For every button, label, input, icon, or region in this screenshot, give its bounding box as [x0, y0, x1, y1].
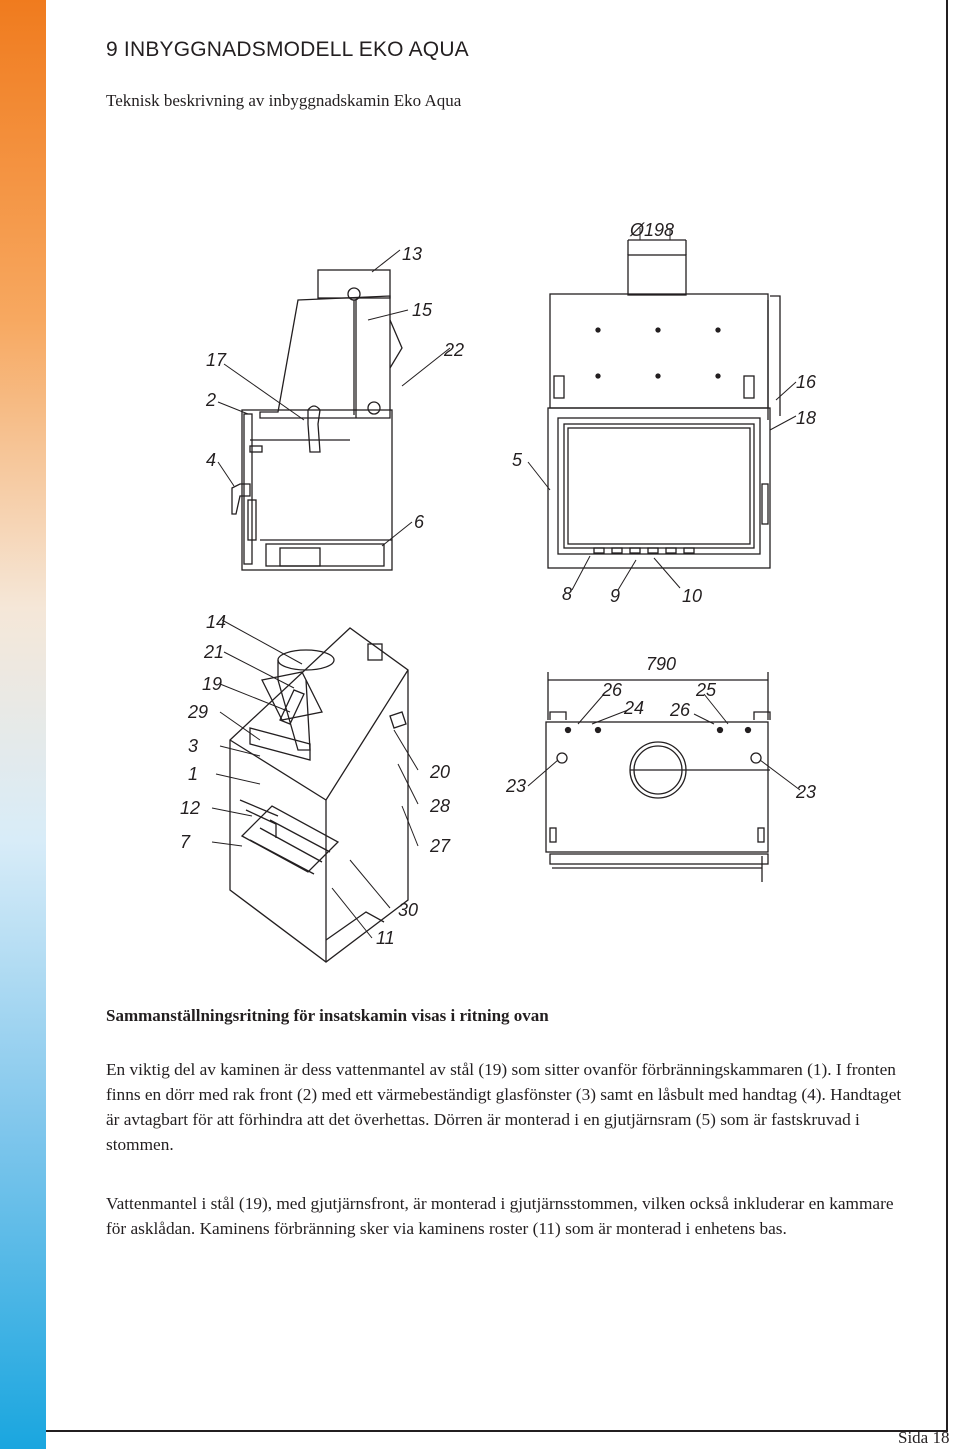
label-29: 29: [187, 702, 208, 722]
drawing-caption: Sammanställningsritning för insatskamin …: [106, 1006, 549, 1025]
label-9: 9: [610, 586, 620, 606]
assembly-drawing: Ø198 13 15 22 17 2 4 6 16 18 5 8 9 10 14…: [180, 220, 817, 963]
label-3: 3: [188, 736, 198, 756]
label-11: 11: [376, 928, 395, 948]
label-diameter: Ø198: [629, 220, 674, 240]
label-13: 13: [402, 244, 422, 264]
section-heading: 9 INBYGGNADSMODELL EKO AQUA: [106, 38, 469, 61]
callout-labels: Ø198 13 15 22 17 2 4 6 16 18 5 8 9 10 14…: [180, 220, 817, 948]
label-26-right: 26: [669, 700, 691, 720]
decorative-gradient-bar: [0, 0, 46, 1449]
label-20: 20: [429, 762, 450, 782]
label-790: 790: [646, 654, 676, 674]
label-23-left: 23: [505, 776, 526, 796]
isometric-cutaway-drawing: [229, 627, 409, 963]
label-19: 19: [202, 674, 222, 694]
top-view-drawing: [545, 672, 771, 882]
label-5: 5: [512, 450, 523, 470]
label-7: 7: [180, 832, 191, 852]
label-28: 28: [429, 796, 450, 816]
page-frame: [46, 0, 948, 1432]
label-12: 12: [180, 798, 200, 818]
label-26-left: 26: [601, 680, 623, 700]
body-paragraph-1: En viktig del av kaminen är dess vattenm…: [106, 1060, 902, 1154]
callout-leaders: [211, 228, 801, 939]
label-22: 22: [443, 340, 464, 360]
label-2: 2: [205, 390, 216, 410]
body-paragraph-2: Vattenmantel i stål (19), med gjutjärnsf…: [106, 1194, 894, 1238]
label-1: 1: [188, 764, 198, 784]
front-view-drawing: [547, 239, 781, 569]
label-6: 6: [414, 512, 425, 532]
section-subheading: Teknisk beskrivning av inbyggnadskamin E…: [106, 91, 462, 110]
side-view-drawing: [231, 269, 403, 571]
label-24: 24: [623, 698, 644, 718]
label-27: 27: [429, 836, 451, 856]
label-4: 4: [206, 450, 216, 470]
label-30: 30: [398, 900, 418, 920]
label-16: 16: [796, 372, 817, 392]
label-25: 25: [695, 680, 717, 700]
label-10: 10: [682, 586, 702, 606]
label-17: 17: [206, 350, 227, 370]
label-21: 21: [203, 642, 224, 662]
label-8: 8: [562, 584, 572, 604]
page-number: Sida 18: [898, 1428, 950, 1447]
label-18: 18: [796, 408, 816, 428]
label-15: 15: [412, 300, 433, 320]
label-23-right: 23: [795, 782, 816, 802]
label-14: 14: [206, 612, 226, 632]
